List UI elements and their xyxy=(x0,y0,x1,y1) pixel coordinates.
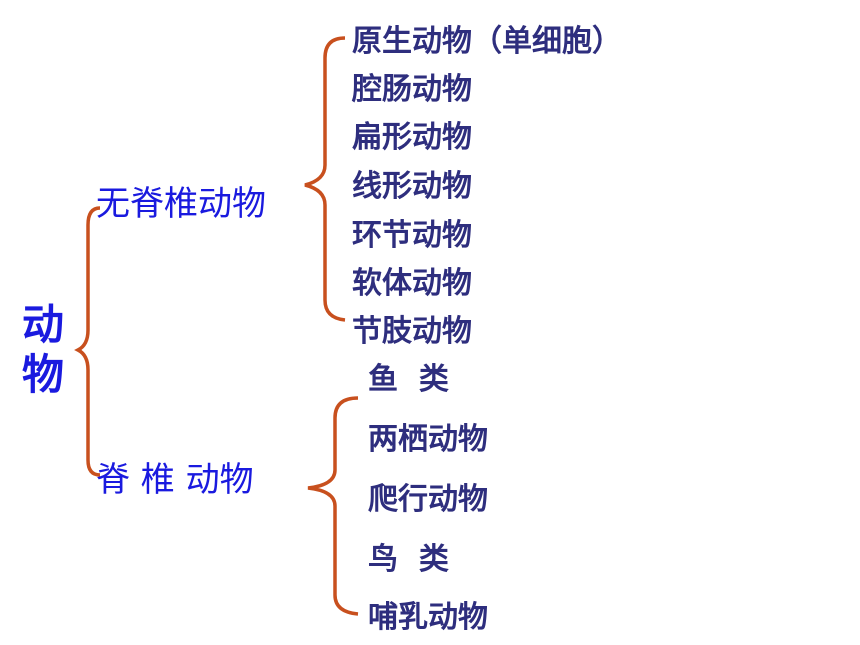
vertebrate-label: 脊 椎 动物 xyxy=(96,460,254,500)
root-char-2: 物 xyxy=(21,350,64,399)
invertebrate-item: 线形动物 xyxy=(352,169,472,204)
invertebrate-item: 节肢动物 xyxy=(352,314,472,349)
invertebrate-item: 软体动物 xyxy=(352,266,472,301)
invertebrate-item: 原生动物（单细胞） xyxy=(352,24,622,59)
vertebrate-brace xyxy=(307,396,359,616)
root-brace xyxy=(74,206,101,477)
invertebrate-label: 无脊椎动物 xyxy=(96,184,266,224)
vertebrate-item: 两栖动物 xyxy=(368,422,488,457)
vertebrate-item: 爬行动物 xyxy=(368,482,488,517)
vertebrate-item: 鸟 类 xyxy=(368,542,449,577)
invertebrate-brace xyxy=(304,36,346,322)
invertebrate-item: 环节动物 xyxy=(352,218,472,253)
vertebrate-item: 哺乳动物 xyxy=(368,600,488,635)
root-char-1: 动 xyxy=(21,300,64,349)
invertebrate-item: 腔肠动物 xyxy=(352,72,472,107)
invertebrate-item: 扁形动物 xyxy=(352,120,472,155)
root-label: 动 物 xyxy=(18,300,68,400)
vertebrate-item: 鱼 类 xyxy=(368,362,449,397)
